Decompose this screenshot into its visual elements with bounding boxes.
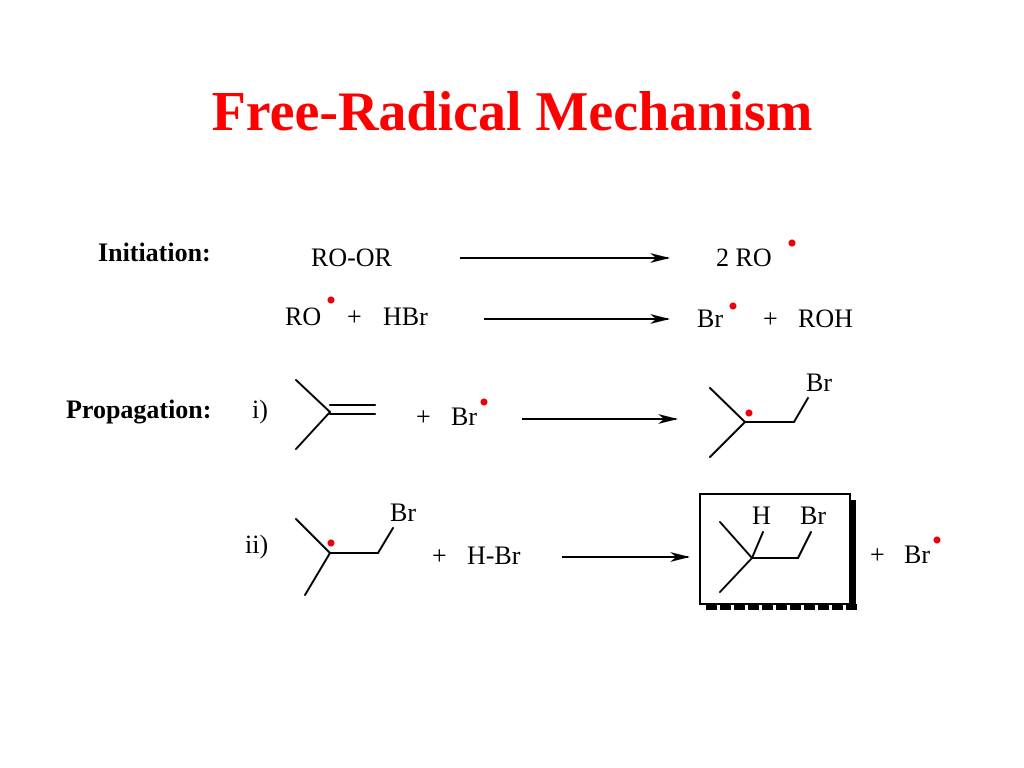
- prop-step2-plus-2: +: [870, 540, 885, 569]
- prop-step2-plus: +: [432, 541, 447, 570]
- shadow-dash: [762, 604, 773, 610]
- radical-dot-icon: [745, 409, 753, 417]
- init-step1-reactant: RO-OR: [311, 243, 393, 272]
- radical-dot-icon: [933, 536, 941, 544]
- shadow-dash: [706, 604, 717, 610]
- shadow-dash: [734, 604, 745, 610]
- prop-step1-product-label: Br: [806, 368, 832, 397]
- product-h-label: H: [752, 501, 771, 530]
- shadow-dash: [832, 604, 843, 610]
- init-step2-plus-2: +: [763, 304, 778, 333]
- radical-dot-icon: [788, 239, 796, 247]
- propagation-label: Propagation:: [66, 395, 211, 424]
- box-shadow-bottom: [706, 604, 857, 610]
- init-step2-product-b: ROH: [798, 304, 853, 333]
- box-shadow-right: [850, 500, 856, 610]
- shadow-dash: [846, 604, 857, 610]
- init-step2-plus: +: [347, 302, 362, 331]
- shadow-dash: [748, 604, 759, 610]
- shadow-dash: [720, 604, 731, 610]
- bromoalkane-product-structure: [719, 521, 812, 593]
- shadow-dash: [818, 604, 829, 610]
- shadow-dash: [790, 604, 801, 610]
- prop-step2-byproduct: Br: [904, 540, 930, 569]
- init-step1-product: 2 RO: [716, 243, 772, 272]
- init-step2-reactant-b: HBr: [383, 302, 428, 331]
- init-step2-reactant-a: RO: [285, 302, 321, 331]
- prop-step2-number: ii): [245, 530, 268, 559]
- prop-step1-plus: +: [416, 402, 431, 431]
- prop-step1-reagent: Br: [451, 402, 477, 431]
- radical-dot-icon: [327, 539, 335, 547]
- product-box: H Br: [699, 493, 857, 610]
- radical-dot-icon: [327, 296, 335, 304]
- bromoalkyl-radical-structure: [709, 387, 809, 458]
- radical-dot-icon: [480, 398, 488, 406]
- shadow-dash: [776, 604, 787, 610]
- bromoalkyl-radical-reactant-structure: [295, 518, 394, 596]
- init-step2-product-a: Br: [697, 304, 723, 333]
- radical-dot-icon: [729, 302, 737, 310]
- prop-step2-reagent: H-Br: [467, 541, 521, 570]
- product-box-frame: [699, 493, 851, 605]
- prop-step2-reactant-label: Br: [390, 498, 416, 527]
- shadow-dash: [804, 604, 815, 610]
- prop-step1-number: i): [252, 395, 268, 424]
- isobutylene-structure: [295, 379, 376, 450]
- page-title: Free-Radical Mechanism: [212, 81, 813, 143]
- product-br-label: Br: [800, 501, 826, 530]
- initiation-label: Initiation:: [98, 238, 211, 267]
